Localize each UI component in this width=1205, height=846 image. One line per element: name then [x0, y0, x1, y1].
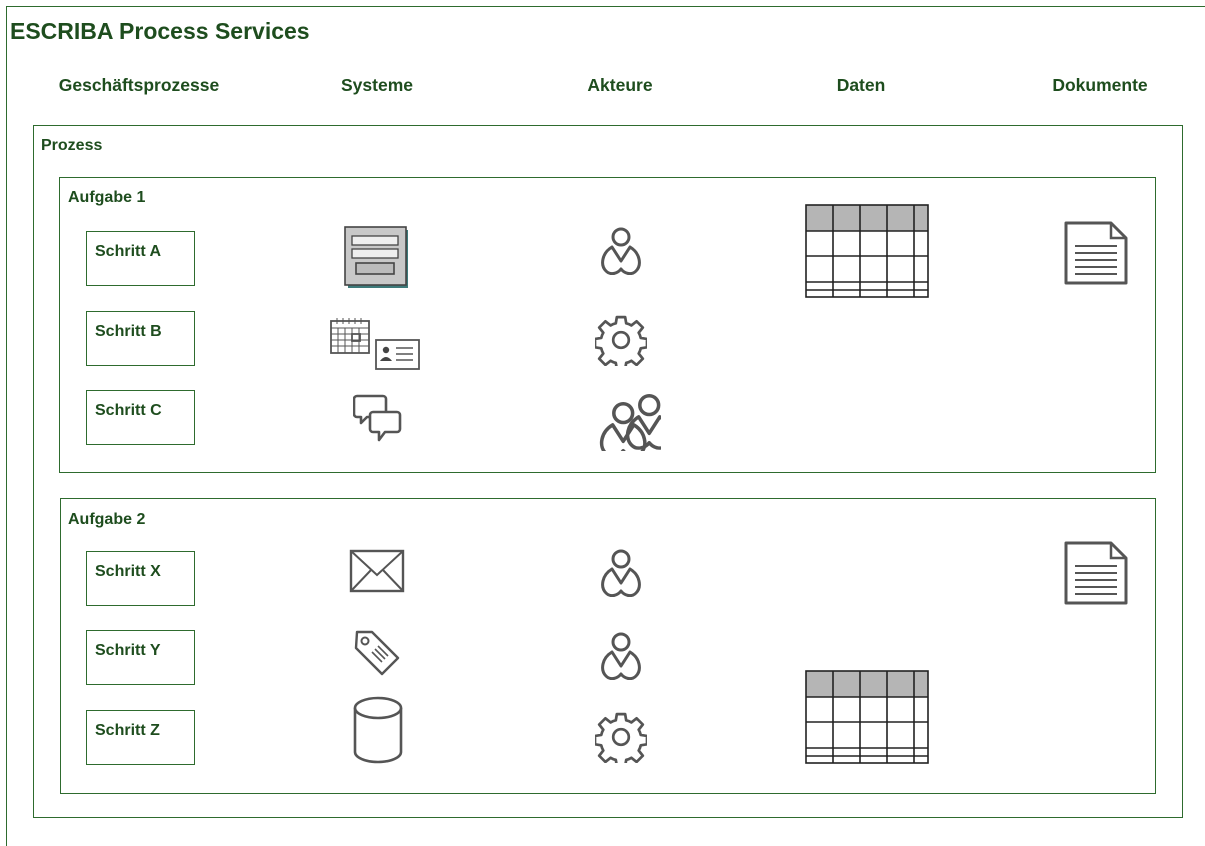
gear-icon — [595, 314, 647, 366]
column-header-data: Daten — [836, 75, 886, 95]
column-header-documents: Dokumente — [1052, 75, 1148, 95]
envelope-icon — [349, 549, 405, 595]
step-box: Schritt X — [86, 551, 195, 606]
column-header-business-processes: Geschäftsprozesse — [58, 75, 220, 95]
task-box-2 — [60, 498, 1156, 794]
step-box: Schritt Y — [86, 630, 195, 685]
document-icon — [1063, 220, 1129, 286]
task-box-1 — [59, 177, 1156, 473]
table-icon — [805, 204, 929, 298]
user-icon — [596, 545, 646, 599]
step-box: Schritt Z — [86, 710, 195, 765]
tag-icon — [352, 628, 402, 678]
table-icon — [805, 670, 929, 764]
step-box: Schritt A — [86, 231, 195, 286]
chat-icon — [353, 394, 405, 446]
column-header-systems: Systeme — [341, 75, 413, 95]
database-icon — [352, 696, 404, 766]
page-title: ESCRIBA Process Services — [10, 18, 310, 44]
gear-icon — [595, 711, 647, 763]
document-icon — [1063, 540, 1129, 606]
calendar-contact-icon — [329, 316, 421, 372]
user-icon — [596, 628, 646, 682]
task-label: Aufgabe 2 — [68, 511, 146, 528]
column-header-actors: Akteure — [587, 75, 653, 95]
process-box — [33, 125, 1183, 818]
task-label: Aufgabe 1 — [68, 189, 146, 206]
user-icon — [596, 223, 646, 277]
step-box: Schritt B — [86, 311, 195, 366]
diagram-frame — [6, 6, 1205, 846]
user-group-icon — [583, 391, 661, 451]
form-window-icon — [344, 226, 410, 290]
process-label: Prozess — [41, 137, 103, 154]
step-box: Schritt C — [86, 390, 195, 445]
